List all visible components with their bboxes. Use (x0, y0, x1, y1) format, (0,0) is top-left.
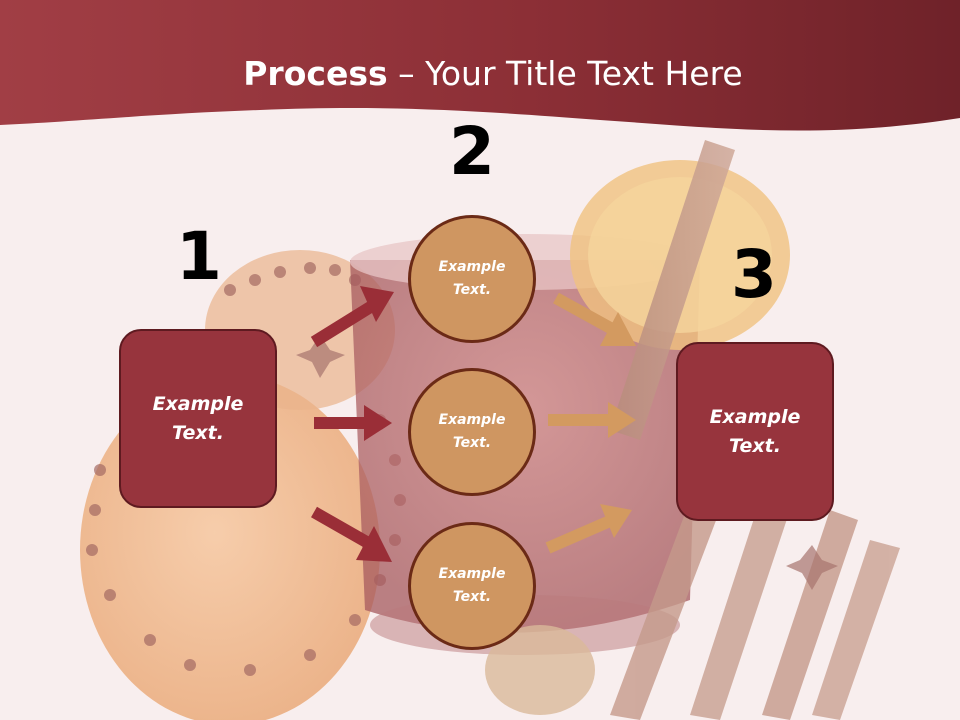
title-rest: – Your Title Text Here (387, 54, 743, 93)
step-3-label: Example Text. (709, 405, 801, 457)
arrow-to-item-2 (314, 405, 392, 441)
arrow-to-item-3 (311, 506, 392, 562)
step-number-1: 1 (176, 218, 222, 295)
step-number-3: 3 (731, 236, 777, 313)
step-2-item-2-label: Example Text. (438, 412, 506, 451)
arrow-from-item-3 (545, 504, 632, 554)
step-2-item-3-label: Example Text. (438, 566, 506, 605)
arrow-from-item-2 (548, 402, 636, 438)
step-2-item-1[interactable]: Example Text. (408, 215, 536, 343)
slide-title: Process – Your Title Text Here (0, 52, 960, 96)
step-2-item-3[interactable]: Example Text. (408, 522, 536, 650)
step-1-box[interactable]: Example Text. (119, 329, 277, 508)
header-band (0, 0, 960, 131)
arrow-from-item-1 (553, 292, 636, 346)
step-2-item-2[interactable]: Example Text. (408, 368, 536, 496)
step-2-item-1-label: Example Text. (438, 259, 506, 298)
arrow-to-item-1 (310, 286, 394, 348)
step-3-box[interactable]: Example Text. (676, 342, 834, 521)
title-bold: Process (243, 54, 388, 93)
step-1-label: Example Text. (152, 392, 244, 444)
step-number-2: 2 (449, 113, 495, 190)
